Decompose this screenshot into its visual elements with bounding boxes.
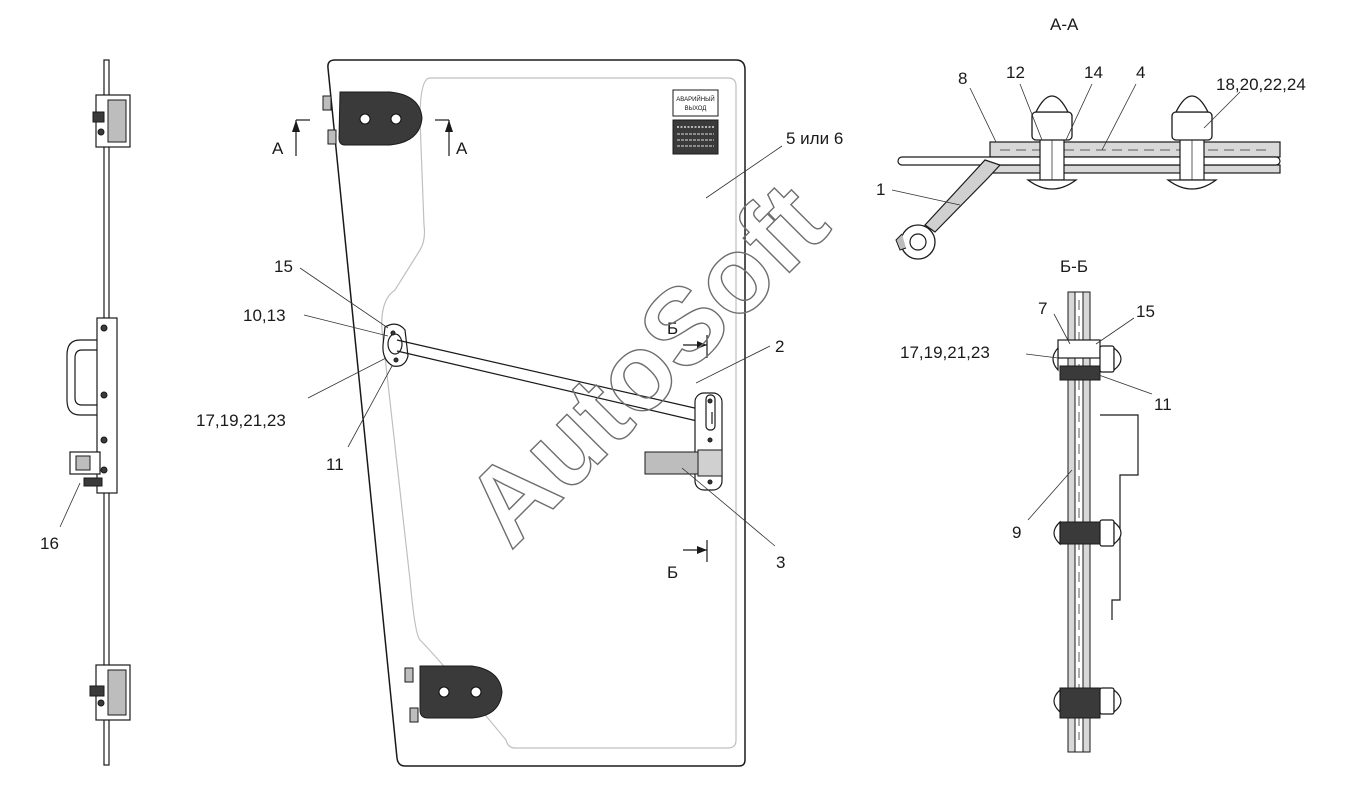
bb-clamp-top	[1052, 339, 1122, 381]
section-mark-a: А А	[272, 119, 468, 158]
glass-inner-seal	[381, 77, 737, 749]
section-a-right: А	[456, 139, 468, 158]
callout-11: 11	[326, 455, 344, 474]
bb-callout-9: 9	[1012, 523, 1021, 542]
emergency-exit-sign: АВАРИЙНЫЙ ВЫХОД	[672, 89, 719, 155]
sign-line1: АВАРИЙНЫЙ	[676, 95, 714, 103]
callout-10-13: 10,13	[243, 306, 286, 325]
aa-bolt-2	[1166, 95, 1218, 190]
bb-callout-11: 11	[1154, 395, 1172, 414]
aa-callout-4: 4	[1136, 63, 1145, 82]
top-hinge-plate	[322, 91, 423, 146]
handle-rod	[396, 339, 713, 425]
glass-panel	[327, 59, 746, 767]
callout-5-or-6: 5 или 6	[786, 129, 843, 148]
aa-callout-18-20-22-24: 18,20,22,24	[1216, 75, 1306, 94]
section-aa-title: А-А	[1050, 15, 1079, 34]
aa-callout-14: 14	[1084, 63, 1103, 82]
bb-callout-7: 7	[1038, 299, 1047, 318]
bb-callout-17-19-21-23: 17,19,21,23	[900, 343, 990, 362]
aa-callout-12: 12	[1006, 63, 1025, 82]
section-a-left: А	[272, 139, 284, 158]
callout-15: 15	[274, 257, 293, 276]
aa-hinge-arm	[895, 159, 1002, 260]
section-bb: Б-Б 7 15	[900, 257, 1172, 753]
side-latch	[69, 451, 103, 487]
bb-callout-15: 15	[1136, 302, 1155, 321]
rod-right-mount	[644, 392, 723, 491]
section-b-top: Б	[667, 319, 678, 338]
side-view: 16	[40, 59, 131, 766]
callout-2: 2	[775, 337, 784, 356]
aa-bolt-1	[1026, 95, 1078, 190]
front-view: АВАРИЙНЫЙ ВЫХОД	[196, 59, 843, 767]
bb-clamp-middle	[1053, 519, 1122, 547]
callout-16: 16	[40, 534, 59, 553]
section-b-bottom: Б	[667, 563, 678, 582]
callout-3: 3	[776, 553, 785, 572]
section-bb-title: Б-Б	[1060, 257, 1088, 276]
aa-callout-1: 1	[876, 180, 885, 199]
callout-17-19-21-23: 17,19,21,23	[196, 411, 286, 430]
section-mark-b: Б Б	[667, 319, 708, 582]
side-handle	[66, 317, 118, 494]
bb-clamp-bottom	[1053, 687, 1122, 719]
section-aa: А-А 8	[876, 15, 1306, 260]
side-top-bracket	[92, 94, 131, 148]
aa-callout-8: 8	[958, 69, 967, 88]
bottom-hinge-plate	[404, 665, 503, 723]
sign-line2: ВЫХОД	[685, 106, 707, 112]
side-bottom-bracket	[89, 664, 131, 721]
rod-left-mount	[382, 323, 409, 367]
